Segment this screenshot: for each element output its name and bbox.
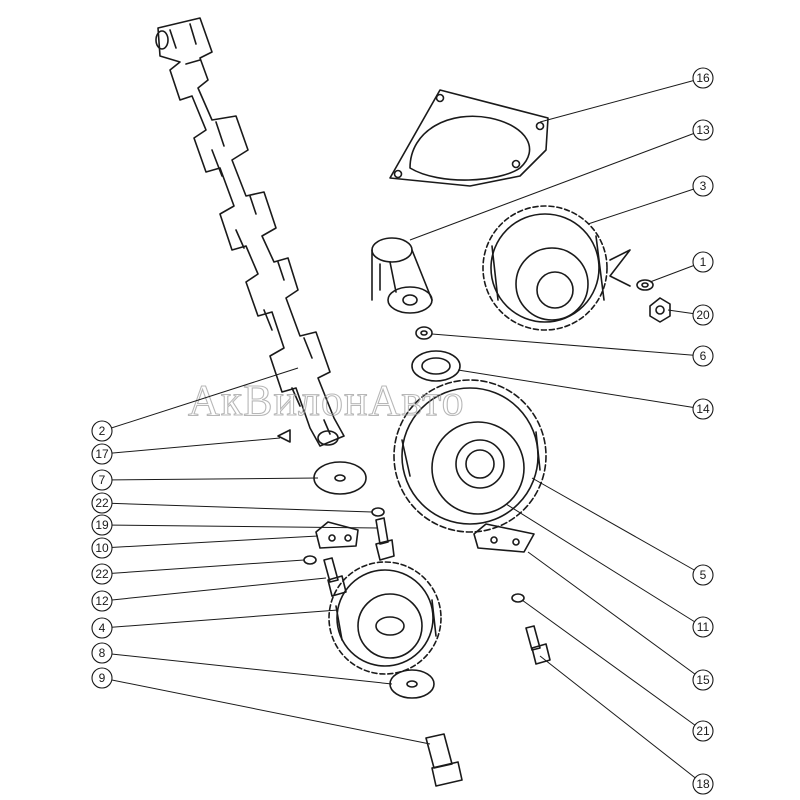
key-17	[277, 429, 291, 443]
svg-text:20: 20	[696, 308, 710, 322]
washer-7	[313, 461, 367, 495]
svg-text:11: 11	[697, 620, 710, 634]
callout-12: 12	[91, 590, 113, 612]
callout-9: 9	[91, 667, 113, 689]
washer-8	[389, 669, 435, 699]
callout-22-lower: 22	[91, 563, 113, 585]
bolt-9	[425, 733, 463, 787]
svg-text:18: 18	[696, 777, 710, 791]
camshaft	[155, 17, 345, 447]
watermark: АкВилонАвто	[188, 376, 465, 425]
callout-6: 6	[692, 345, 714, 367]
callout-18: 18	[692, 773, 714, 795]
callout-7: 7	[91, 469, 113, 491]
svg-text:12: 12	[95, 594, 109, 608]
callout-5: 5	[692, 564, 714, 586]
gasket-16	[389, 89, 549, 187]
svg-text:7: 7	[99, 473, 106, 487]
svg-text:8: 8	[99, 646, 106, 660]
callout-21: 21	[692, 720, 714, 742]
flange-11	[473, 523, 535, 553]
callout-13: 13	[692, 119, 714, 141]
gear-5	[393, 379, 547, 533]
bushing-13	[371, 237, 433, 314]
svg-text:3: 3	[700, 179, 707, 193]
bolt-18	[525, 625, 551, 665]
svg-text:10: 10	[95, 541, 109, 555]
gear-4	[328, 561, 442, 675]
washer-14	[411, 350, 461, 382]
callout-3: 3	[692, 175, 714, 197]
flange-10	[315, 521, 359, 549]
svg-text:5: 5	[700, 568, 707, 582]
callout-14: 14	[692, 398, 714, 420]
callout-8: 8	[91, 642, 113, 664]
svg-text:1: 1	[700, 255, 707, 269]
svg-text:4: 4	[99, 621, 106, 635]
bolt-12	[323, 557, 347, 597]
svg-text:6: 6	[700, 349, 707, 363]
bolt-19	[375, 517, 395, 561]
callout-4: 4	[91, 617, 113, 639]
svg-text:22: 22	[95, 567, 109, 581]
callout-11: 11	[692, 616, 714, 638]
svg-text:14: 14	[696, 402, 710, 416]
callout-1: 1	[692, 251, 714, 273]
svg-text:16: 16	[696, 71, 710, 85]
leader-lines	[101, 77, 704, 785]
callout-22-upper: 22	[91, 492, 113, 514]
svg-text:9: 9	[99, 671, 106, 685]
callout-16: 16	[692, 67, 714, 89]
washer-1	[636, 279, 654, 291]
callout-19: 19	[91, 514, 113, 536]
bushing-6	[415, 326, 433, 340]
gear-3	[482, 205, 631, 331]
nut-20	[649, 297, 671, 323]
callout-20: 20	[692, 304, 714, 326]
svg-text:2: 2	[99, 424, 106, 438]
svg-text:21: 21	[696, 724, 710, 738]
callout-15: 15	[692, 669, 714, 691]
callout-10: 10	[91, 537, 113, 559]
washer-22-upper	[371, 507, 385, 517]
svg-text:19: 19	[95, 518, 109, 532]
svg-text:17: 17	[95, 447, 109, 461]
washer-21	[511, 593, 525, 603]
washer-22-lower	[303, 555, 317, 565]
callout-17: 17	[91, 443, 113, 465]
svg-text:22: 22	[95, 496, 109, 510]
svg-text:15: 15	[696, 673, 710, 687]
callout-2: 2	[91, 420, 113, 442]
svg-text:13: 13	[696, 123, 710, 137]
